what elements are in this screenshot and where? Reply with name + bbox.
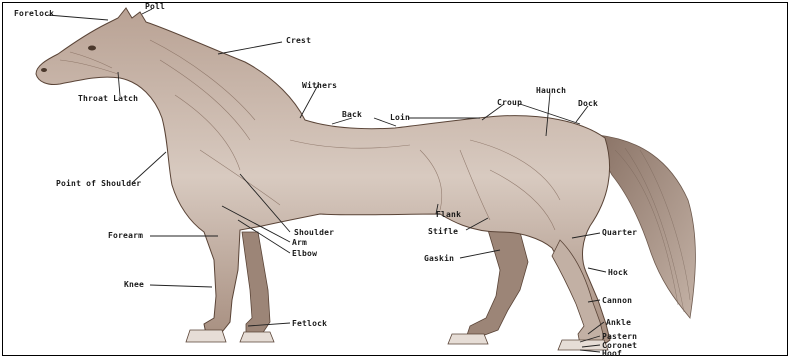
label-flank: Flank bbox=[436, 210, 461, 219]
label-gaskin: Gaskin bbox=[424, 253, 454, 263]
label-cannon: Cannon bbox=[602, 296, 632, 305]
label-dock: Dock bbox=[578, 99, 598, 108]
label-elbow: Elbow bbox=[292, 249, 317, 258]
label-hoof: Hoof bbox=[602, 349, 622, 358]
label-stifle: Stifle bbox=[428, 226, 458, 236]
far-hindleg bbox=[466, 230, 528, 338]
horse-tail bbox=[598, 135, 695, 318]
far-foreleg bbox=[242, 232, 270, 336]
label-croup: Croup bbox=[497, 98, 522, 107]
label-point-of-shoulder: Point of Shoulder bbox=[56, 178, 141, 188]
label-forelock: Forelock bbox=[14, 9, 54, 18]
eye bbox=[88, 46, 96, 51]
nostril bbox=[41, 68, 47, 72]
label-throat-latch: Throat Latch bbox=[78, 94, 138, 103]
label-fetlock: Fetlock bbox=[292, 319, 327, 328]
label-shoulder: Shoulder bbox=[294, 228, 334, 237]
label-loin: Loin bbox=[390, 112, 410, 122]
label-back: Back bbox=[342, 110, 362, 119]
label-pastern: Pastern bbox=[602, 332, 637, 341]
label-crest: Crest bbox=[286, 36, 311, 45]
label-withers: Withers bbox=[302, 80, 337, 90]
label-knee: Knee bbox=[124, 280, 144, 289]
label-quarter: Quarter bbox=[602, 228, 637, 237]
hoof-near-fore bbox=[186, 330, 226, 342]
label-arm: Arm bbox=[292, 238, 307, 247]
hoof-far-hind bbox=[448, 334, 488, 344]
label-ankle: Ankle bbox=[606, 318, 631, 327]
label-hock: Hock bbox=[608, 268, 628, 277]
horse-body bbox=[36, 8, 610, 346]
label-poll: Poll bbox=[145, 2, 165, 11]
label-forearm: Forearm bbox=[108, 231, 143, 240]
hoof-far-fore bbox=[240, 332, 274, 342]
label-haunch: Haunch bbox=[536, 86, 566, 95]
